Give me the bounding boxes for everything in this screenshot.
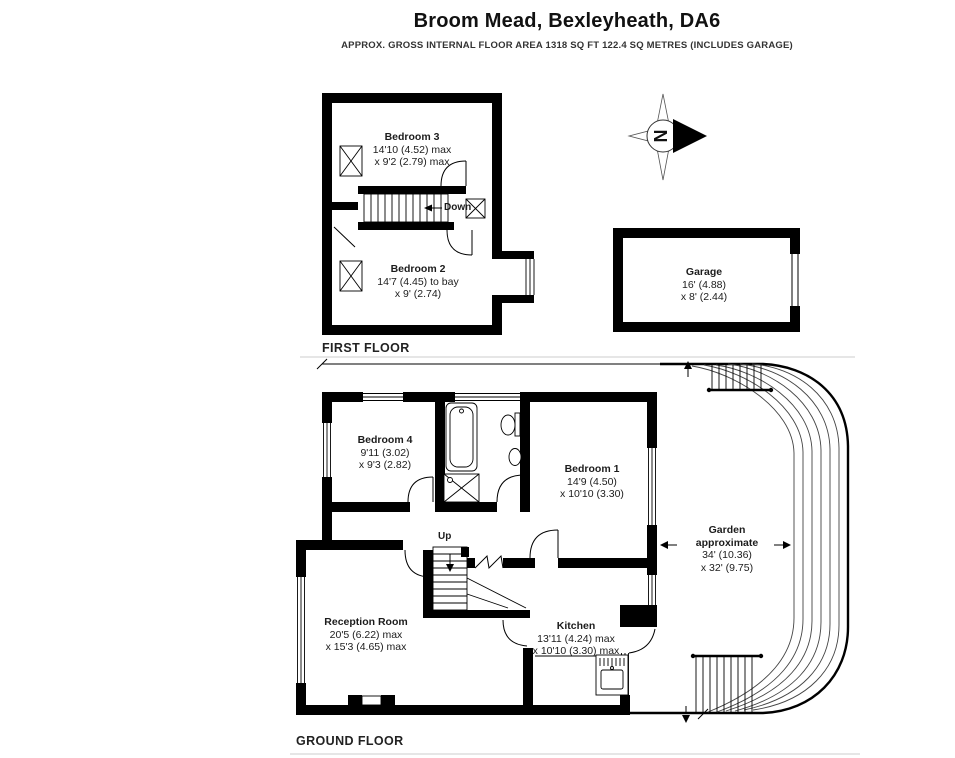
garden-steps-bottom xyxy=(690,653,764,712)
folding-door xyxy=(474,554,504,570)
window xyxy=(323,423,331,477)
basin-icon xyxy=(508,448,522,466)
up-arrow-icon xyxy=(446,554,454,572)
page-subtitle: APPROX. GROSS INTERNAL FLOOR AREA 1318 S… xyxy=(341,40,793,51)
sink-icon xyxy=(595,654,629,696)
door-bedroom3 xyxy=(440,160,467,187)
staircase-down-icon xyxy=(363,193,449,223)
garden-steps-top xyxy=(706,365,774,393)
door-bedroom2-left xyxy=(333,226,356,248)
kitchen-counter xyxy=(535,654,629,696)
wardrobe-icon xyxy=(339,145,363,177)
garden-boundary xyxy=(630,362,850,715)
door-kitchen xyxy=(502,619,528,647)
garage-label: Garage 16' (4.88) x 8' (2.44) xyxy=(680,266,728,303)
dimension-arrows xyxy=(660,361,791,723)
garage-door xyxy=(791,254,799,306)
break-mark xyxy=(316,358,328,370)
compass-icon: N xyxy=(627,93,707,181)
door-bedroom1 xyxy=(529,529,559,559)
wardrobe-icon xyxy=(465,198,486,219)
down-arrow-icon xyxy=(424,204,442,212)
wardrobe-icon xyxy=(339,260,363,292)
door-bedroom4 xyxy=(407,476,434,503)
first-floor-plan xyxy=(322,93,535,335)
stairs-down-label: Down xyxy=(444,202,472,213)
window xyxy=(648,448,656,605)
stairs-up-label: Up xyxy=(438,531,452,542)
door-reception xyxy=(404,549,432,578)
kitchen-label: Kitchen 13'11 (4.24) max x 10'10 (3.30) … xyxy=(532,620,620,657)
ground-floor-plan xyxy=(296,392,657,715)
garden-area xyxy=(316,358,850,723)
staircase-up-icon xyxy=(432,546,527,611)
garage-plan xyxy=(613,228,800,332)
page-title: Broom Mead, Bexleyheath, DA6 xyxy=(413,10,721,32)
garden-label: Garden approximate 34' (10.36) x 32' (9.… xyxy=(695,524,759,574)
door-bathroom xyxy=(496,474,525,503)
bathtub-icon xyxy=(445,402,478,472)
chimney-breast xyxy=(348,695,395,706)
back-door xyxy=(628,628,656,654)
reception-room-label: Reception Room 20'5 (6.22) max x 15'3 (4… xyxy=(324,616,408,653)
shower-icon xyxy=(443,473,480,503)
bedroom-1-label: Bedroom 1 14'9 (4.50) x 10'10 (3.30) xyxy=(560,463,624,500)
door-bedroom2 xyxy=(446,229,473,256)
toilet-icon xyxy=(500,412,521,437)
bay-window xyxy=(525,259,535,295)
window xyxy=(297,577,305,683)
north-arrow-icon xyxy=(673,119,707,153)
bedroom-4-label: Bedroom 4 9'11 (3.02) x 9'3 (2.82) xyxy=(357,434,413,471)
bedroom-3-label: Bedroom 3 14'10 (4.52) max x 9'2 (2.79) … xyxy=(372,131,452,168)
first-floor-label: FIRST FLOOR xyxy=(322,341,410,355)
ground-floor-label: GROUND FLOOR xyxy=(296,734,404,748)
window xyxy=(363,393,520,401)
break-mark xyxy=(697,708,709,720)
compass-north-label: N xyxy=(650,130,670,143)
bedroom-2-label: Bedroom 2 14'7 (4.45) to bay x 9' (2.74) xyxy=(377,263,459,300)
